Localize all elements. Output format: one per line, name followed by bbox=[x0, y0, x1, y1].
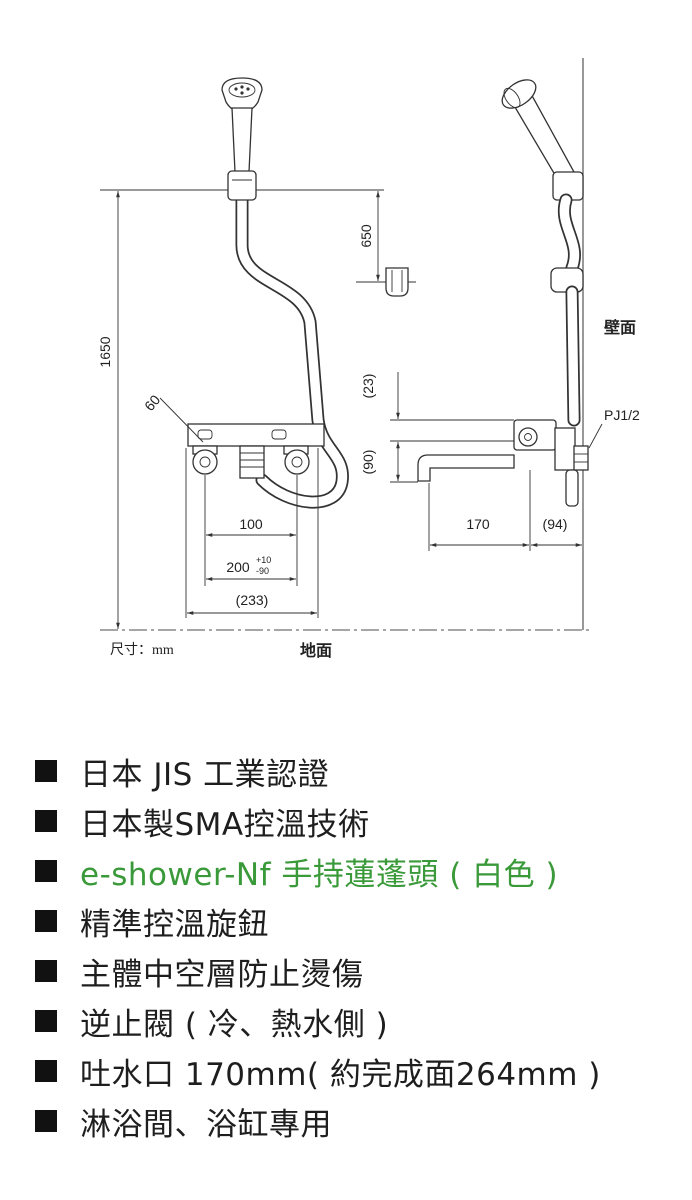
connector-nut bbox=[573, 445, 589, 471]
inlet-pitch-label: 200 bbox=[226, 559, 250, 575]
faucet-dimension-drawing: 1650 650 60 bbox=[97, 58, 640, 660]
knob-angle-label: 60 bbox=[141, 392, 163, 414]
feature-item: 逆止閥 ( 冷、熱水側 ) bbox=[0, 996, 692, 1046]
feature-text: 主體中空層防止燙傷 bbox=[80, 956, 364, 993]
feature-text: 日本 JIS 工業認證 bbox=[80, 756, 330, 793]
feature-item: 精準控溫旋鈕 bbox=[0, 896, 692, 946]
floor-label: 地面 bbox=[300, 641, 332, 660]
hose-connector bbox=[239, 445, 265, 479]
side-spray-face bbox=[503, 87, 521, 109]
body-span-label: (233) bbox=[236, 592, 269, 608]
right-knob-center bbox=[291, 456, 303, 468]
feature-text: 淋浴間、浴缸專用 bbox=[80, 1106, 332, 1143]
left-handle-knob bbox=[192, 449, 218, 475]
left-knob-center bbox=[199, 456, 211, 468]
pipe-thread-label: PJ1/2 bbox=[604, 407, 640, 423]
body-indicator bbox=[197, 429, 213, 440]
feature-text: 逆止閥 ( 冷、熱水側 ) bbox=[80, 1006, 389, 1043]
side-knob-center bbox=[524, 433, 532, 441]
spout bbox=[417, 454, 515, 482]
square-bullet-icon bbox=[35, 1110, 57, 1132]
hook-height-label: 650 bbox=[358, 224, 374, 248]
unit-note: 尺寸：mm bbox=[110, 642, 174, 658]
inlet-leg bbox=[565, 469, 579, 507]
spray-nozzle bbox=[246, 87, 250, 91]
spray-nozzle bbox=[240, 85, 244, 89]
feature-item: 淋浴間、浴缸專用 bbox=[0, 1096, 692, 1146]
feature-text: 吐水口 170mm( 約完成面264mm ) bbox=[80, 1056, 601, 1093]
body-indicator bbox=[271, 429, 287, 440]
square-bullet-icon bbox=[35, 1010, 57, 1032]
side-hose-lower-inner bbox=[567, 287, 579, 425]
front-view: 1650 650 60 bbox=[97, 77, 416, 629]
inlet-tolerance-minus: -90 bbox=[256, 566, 269, 576]
square-bullet-icon bbox=[35, 910, 57, 932]
feature-text: 精準控溫旋鈕 bbox=[80, 906, 269, 943]
shower-handle bbox=[231, 107, 253, 173]
spout-reach-label: 170 bbox=[466, 516, 490, 532]
spray-face bbox=[228, 82, 256, 98]
spray-nozzle bbox=[234, 87, 238, 91]
shower-holder bbox=[227, 170, 257, 201]
side-shower-head bbox=[501, 79, 537, 109]
feature-item: 吐水口 170mm( 約完成面264mm ) bbox=[0, 1046, 692, 1096]
feature-text: e-shower-Nf 手持蓮蓬頭 ( 白色 ) bbox=[80, 856, 559, 893]
side-view: 壁面 PJ1/2 (23) (90) bbox=[360, 58, 640, 630]
side-knob bbox=[518, 427, 538, 447]
square-bullet-icon bbox=[35, 960, 57, 982]
wall-projection-label: (94) bbox=[543, 516, 568, 532]
wall-connector bbox=[554, 427, 576, 471]
square-bullet-icon bbox=[35, 810, 57, 832]
feature-item: e-shower-Nf 手持蓮蓬頭 ( 白色 ) bbox=[0, 846, 692, 896]
angle-leader-line bbox=[159, 397, 204, 443]
top-offset-label: (23) bbox=[360, 374, 376, 399]
square-bullet-icon bbox=[35, 1060, 57, 1082]
faucet-body bbox=[187, 423, 325, 447]
feature-item: 主體中空層防止燙傷 bbox=[0, 946, 692, 996]
spray-nozzle bbox=[240, 91, 244, 95]
hook-holder bbox=[385, 267, 409, 297]
feature-item: 日本 JIS 工業認證 bbox=[0, 746, 692, 796]
pipe-thread-leader bbox=[588, 423, 603, 449]
right-handle-knob bbox=[284, 449, 310, 475]
wall-label: 壁面 bbox=[604, 318, 636, 337]
shower-hose-inner bbox=[237, 195, 348, 507]
feature-text: 日本製SMA控溫技術 bbox=[80, 806, 370, 843]
feature-item: 日本製SMA控溫技術 bbox=[0, 796, 692, 846]
square-bullet-icon bbox=[35, 760, 57, 782]
spout-drop-label: (90) bbox=[360, 450, 376, 475]
inlet-tolerance-plus: +10 bbox=[256, 555, 271, 565]
square-bullet-icon bbox=[35, 860, 57, 882]
overall-height-label: 1650 bbox=[97, 336, 113, 367]
knob-pitch-label: 100 bbox=[239, 516, 263, 532]
feature-list: 日本 JIS 工業認證 日本製SMA控溫技術 e-shower-Nf 手持蓮蓬頭… bbox=[0, 746, 692, 1146]
side-hose-inner bbox=[559, 195, 580, 273]
